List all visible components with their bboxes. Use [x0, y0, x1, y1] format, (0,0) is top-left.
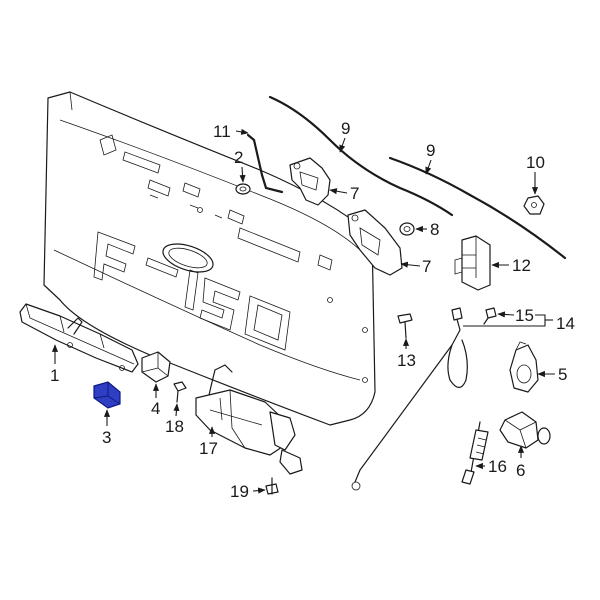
callout-9-right: 9 [426, 141, 435, 160]
callout-3: 3 [102, 428, 111, 447]
bolt-13 [397, 313, 413, 339]
callout-10: 10 [526, 153, 545, 172]
clip-10 [523, 195, 545, 215]
screw-15 [483, 307, 497, 325]
callout-6: 6 [516, 461, 525, 480]
callout-7-lower: 7 [422, 257, 431, 276]
clip-3-highlighted [93, 381, 121, 409]
bolt-18 [173, 381, 187, 403]
callout-4: 4 [151, 399, 160, 418]
callout-7-upper: 7 [350, 184, 359, 203]
callout-16: 16 [488, 457, 507, 476]
bracket-4 [141, 351, 171, 383]
strut-16 [461, 421, 489, 485]
callout-12: 12 [512, 256, 531, 275]
rod-11 [246, 133, 284, 194]
clip-2 [235, 183, 251, 195]
callout-5: 5 [558, 365, 567, 384]
module-12 [454, 235, 491, 291]
leader-lines [51, 128, 555, 494]
callout-1: 1 [50, 366, 59, 385]
actuator-5 [509, 341, 539, 393]
callout-18: 18 [165, 417, 184, 436]
release-cable-14 [351, 307, 468, 491]
handle-1 [19, 303, 139, 373]
grommet-8 [399, 222, 415, 236]
callout-labels: 11 2 9 9 10 7 8 7 12 15 14 13 5 16 6 1 3… [50, 119, 575, 501]
callout-19: 19 [230, 482, 249, 501]
callout-9-left: 9 [341, 119, 350, 138]
bolt-19 [265, 477, 279, 495]
damper-17 [195, 364, 303, 475]
cable-9-right [388, 156, 567, 260]
callout-13: 13 [397, 351, 416, 370]
latch-7-lower [347, 209, 403, 276]
switch-6 [499, 411, 551, 449]
callout-8: 8 [430, 220, 439, 239]
callout-15: 15 [515, 306, 534, 325]
callout-14: 14 [556, 314, 575, 333]
cable-9-left [268, 95, 454, 217]
callout-17: 17 [199, 439, 218, 458]
callout-11: 11 [213, 122, 231, 141]
latch-7-upper [289, 157, 331, 206]
tailgate-panel [43, 91, 376, 426]
callout-2: 2 [234, 148, 243, 167]
